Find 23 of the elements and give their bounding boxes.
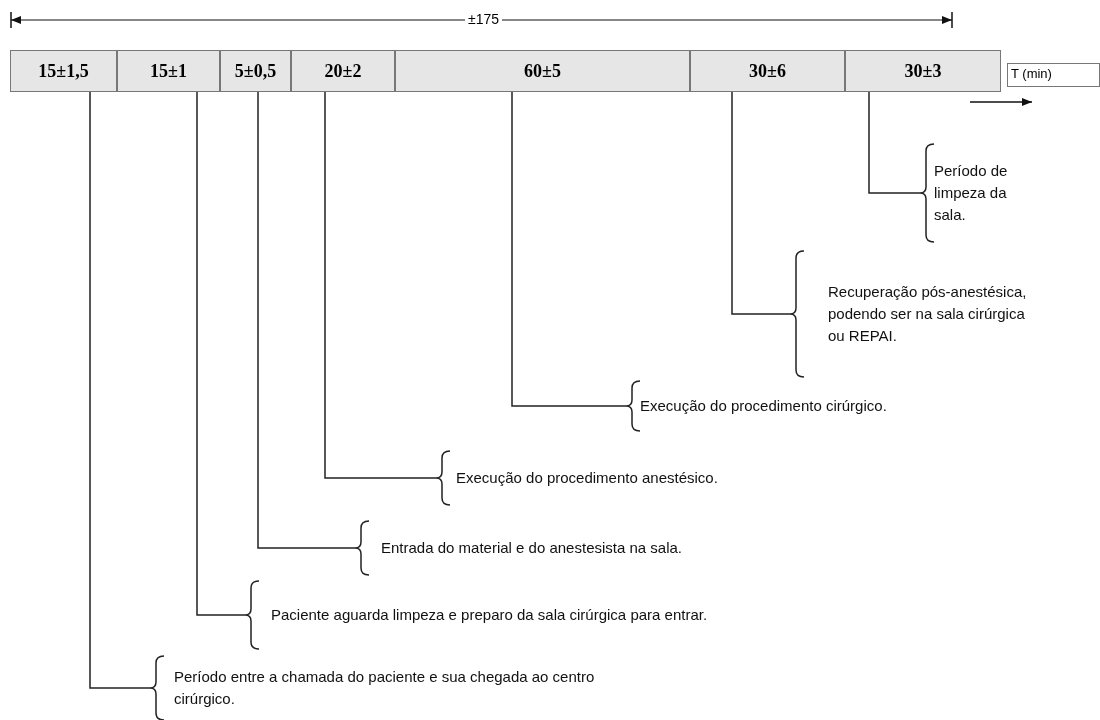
duration-cell: 60±5 xyxy=(395,50,690,92)
leader-line xyxy=(196,91,246,616)
leader-line xyxy=(511,91,627,407)
description-text: Execução do procedimento anestésico. xyxy=(456,468,719,488)
duration-cell: 15±1,5 xyxy=(10,50,117,92)
description-text: Paciente aguarda limpeza e preparo da sala cirúrgica para entrar. xyxy=(271,605,709,625)
leader-line xyxy=(324,91,437,479)
leader-line xyxy=(868,91,921,194)
duration-cell: 5±0,5 xyxy=(220,50,291,92)
duration-cell: 30±3 xyxy=(845,50,1001,92)
duration-cell: 30±6 xyxy=(690,50,845,92)
description-text: Período de limpeza da sala. xyxy=(934,161,1009,225)
leader-line xyxy=(89,91,151,689)
leader-line xyxy=(731,91,791,315)
leader-line xyxy=(257,91,356,549)
duration-cell: 15±1 xyxy=(117,50,220,92)
dimension-label: ±175 xyxy=(465,11,503,27)
description-text: Execução do procedimento cirúrgico. xyxy=(640,396,888,416)
description-text: Entrada do material e do anestesista na sala. xyxy=(381,538,684,558)
unit-label: T (min) xyxy=(1007,63,1100,87)
description-text: Recuperação pós-anestésica, podendo ser na sala cirúrgica ou REPAI. xyxy=(828,282,1028,346)
duration-cell: 20±2 xyxy=(291,50,395,92)
description-text: Período entre a chamada do paciente e sua chegada ao centro cirúrgico. xyxy=(174,667,596,709)
